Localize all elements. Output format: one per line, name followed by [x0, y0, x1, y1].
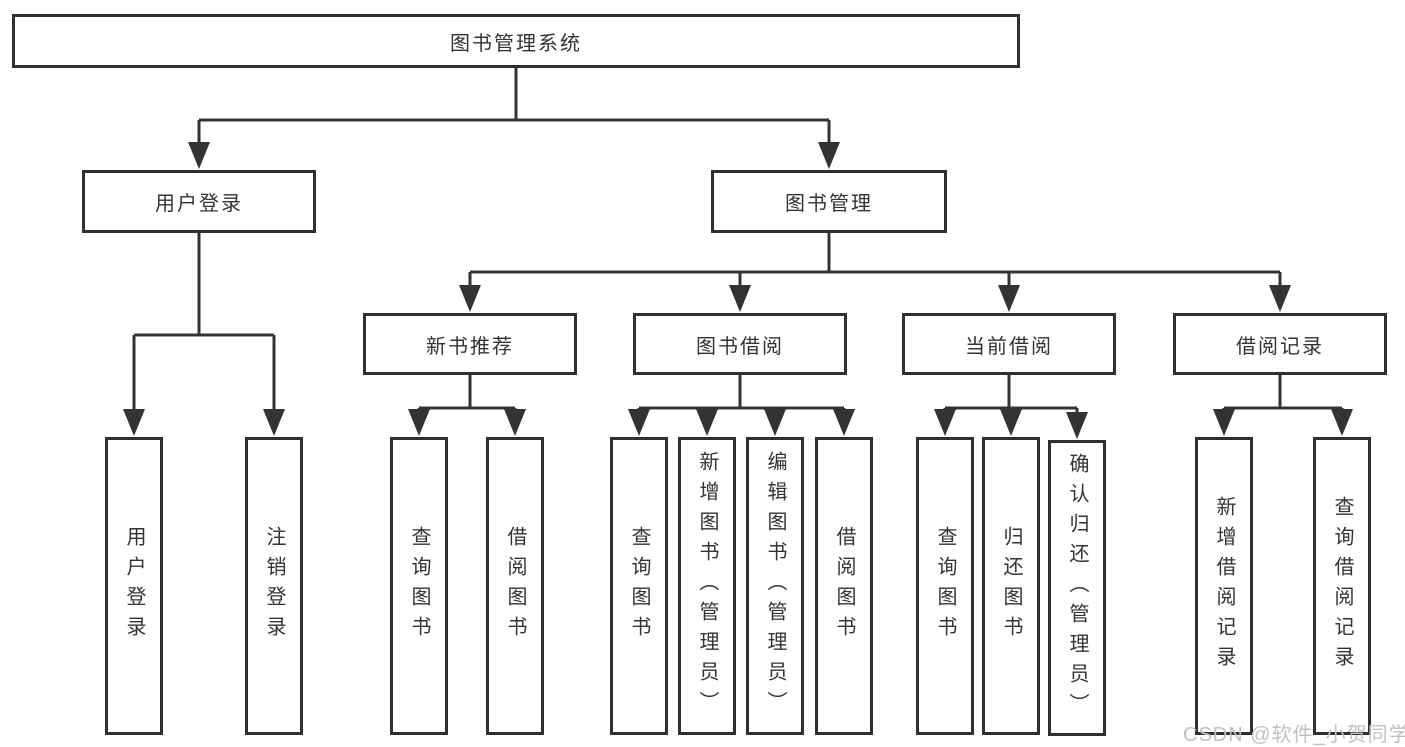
arrowhead-icon: [1269, 285, 1291, 312]
connector-root-to-level2: [188, 68, 840, 169]
arrowhead-icon: [1213, 409, 1235, 436]
leaf-rec-borrow-books: 借阅图书: [486, 437, 544, 735]
node-user-login: 用户登录: [82, 170, 316, 233]
node-borrow-records: 借阅记录: [1173, 313, 1387, 375]
leaf-rec-query-books: 查询图书: [390, 437, 448, 735]
connector-book-borrow-to-leaves: [628, 375, 855, 436]
leaf-borrow-books: 借阅图书: [815, 437, 873, 735]
leaf-add-borrow-record: 新增借阅记录: [1195, 437, 1253, 735]
arrowhead-icon: [263, 409, 285, 436]
leaf-logout: 注销登录: [245, 437, 303, 735]
csdn-watermark: CSDN @软件_小贺同学: [1183, 724, 1405, 746]
leaf-borrow-query-books: 查询图书: [610, 437, 668, 735]
leaf-current-query-books: 查询图书: [916, 437, 974, 735]
arrowhead-icon: [188, 142, 210, 169]
arrowhead-icon: [833, 409, 855, 436]
arrowhead-icon: [408, 409, 430, 436]
arrowhead-icon: [764, 409, 786, 436]
arrowhead-icon: [934, 409, 956, 436]
connector-user-login-to-leaves: [123, 233, 285, 436]
node-current-borrow: 当前借阅: [902, 313, 1116, 375]
node-book-borrow: 图书借阅: [633, 313, 847, 375]
leaf-add-books-admin: 新增图书（管理员）: [678, 437, 736, 735]
leaf-user-login: 用户登录: [105, 437, 163, 735]
arrowhead-icon: [818, 142, 840, 169]
connector-borrow-records-to-leaves: [1213, 375, 1353, 436]
connector-new-book-rec-to-leaves: [408, 375, 526, 436]
arrowhead-icon: [123, 409, 145, 436]
arrowhead-icon: [1066, 412, 1088, 439]
node-book-management: 图书管理: [711, 170, 947, 233]
leaf-return-books: 归还图书: [982, 437, 1040, 735]
leaf-confirm-return-admin: 确认归还（管理员）: [1048, 440, 1106, 736]
connector-book-management-to-level3: [459, 233, 1291, 312]
arrowhead-icon: [1000, 409, 1022, 436]
arrowhead-icon: [998, 285, 1020, 312]
arrowhead-icon: [729, 285, 751, 312]
arrowhead-icon: [459, 285, 481, 312]
arrowhead-icon: [696, 409, 718, 436]
arrowhead-icon: [504, 409, 526, 436]
arrowhead-icon: [1331, 409, 1353, 436]
node-root: 图书管理系统: [12, 14, 1020, 68]
leaf-edit-books-admin: 编辑图书（管理员）: [746, 437, 804, 735]
connector-current-borrow-to-leaves: [934, 375, 1088, 439]
arrowhead-icon: [628, 409, 650, 436]
node-new-book-recommend: 新书推荐: [363, 313, 577, 375]
leaf-query-borrow-record: 查询借阅记录: [1313, 437, 1371, 735]
